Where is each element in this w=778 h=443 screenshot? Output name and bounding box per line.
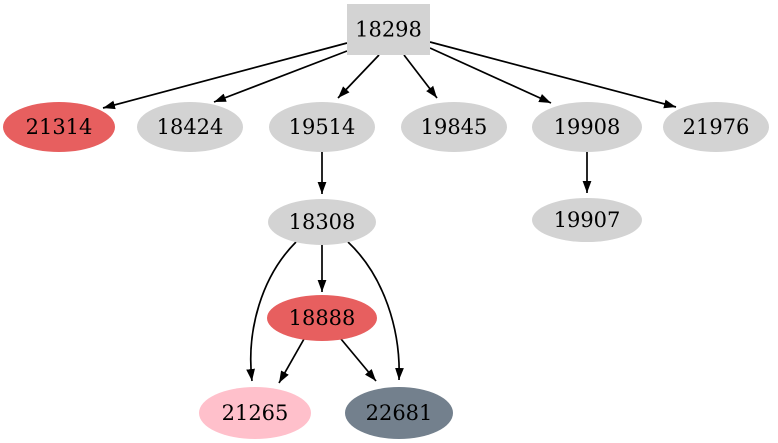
node-21314: 21314 bbox=[3, 102, 115, 152]
edge-18888-21265 bbox=[278, 338, 305, 384]
node-18298: 18298 bbox=[347, 4, 430, 55]
edge-18298-21976 bbox=[429, 41, 677, 109]
node-ellipse-shape bbox=[268, 199, 376, 245]
node-ellipse-shape bbox=[269, 102, 375, 152]
node-label: 18298 bbox=[355, 18, 422, 42]
node-ellipse-shape bbox=[401, 102, 507, 152]
node-ellipse-shape bbox=[199, 387, 311, 439]
node-21265: 21265 bbox=[199, 387, 311, 439]
edge-18308-22681 bbox=[347, 241, 404, 381]
node-19908: 19908 bbox=[532, 102, 642, 152]
node-label: 18424 bbox=[157, 115, 224, 139]
edge-18298-19514 bbox=[337, 54, 380, 99]
node-21976: 21976 bbox=[663, 102, 769, 152]
node-label: 21265 bbox=[222, 401, 289, 425]
node-18424: 18424 bbox=[137, 102, 243, 152]
node-ellipse-shape bbox=[532, 198, 642, 242]
edge-18298-19845 bbox=[403, 54, 438, 99]
node-ellipse-shape bbox=[663, 102, 769, 152]
edge-18308-21265 bbox=[246, 241, 297, 382]
edge-18298-19908 bbox=[429, 47, 552, 104]
node-ellipse-shape bbox=[345, 387, 453, 439]
node-label: 19514 bbox=[289, 115, 356, 139]
node-label: 21976 bbox=[683, 115, 750, 139]
node-label: 18888 bbox=[289, 306, 356, 330]
node-label: 22681 bbox=[366, 401, 433, 425]
node-ellipse-shape bbox=[267, 295, 377, 341]
node-label: 19907 bbox=[554, 208, 621, 232]
edge-18298-18424 bbox=[213, 50, 348, 103]
node-ellipse-shape bbox=[3, 102, 115, 152]
node-19845: 19845 bbox=[401, 102, 507, 152]
edge-18298-21314 bbox=[102, 42, 348, 110]
node-label: 18308 bbox=[289, 210, 356, 234]
node-label: 21314 bbox=[26, 115, 93, 139]
node-22681: 22681 bbox=[345, 387, 453, 439]
node-label: 19845 bbox=[421, 115, 488, 139]
node-box-shape bbox=[347, 4, 430, 55]
node-19907: 19907 bbox=[532, 198, 642, 242]
node-18308: 18308 bbox=[268, 199, 376, 245]
node-18888: 18888 bbox=[267, 295, 377, 341]
node-ellipse-shape bbox=[137, 102, 243, 152]
node-ellipse-shape bbox=[532, 102, 642, 152]
node-19514: 19514 bbox=[269, 102, 375, 152]
node-label: 19908 bbox=[554, 115, 621, 139]
edge-18888-22681 bbox=[340, 338, 377, 382]
